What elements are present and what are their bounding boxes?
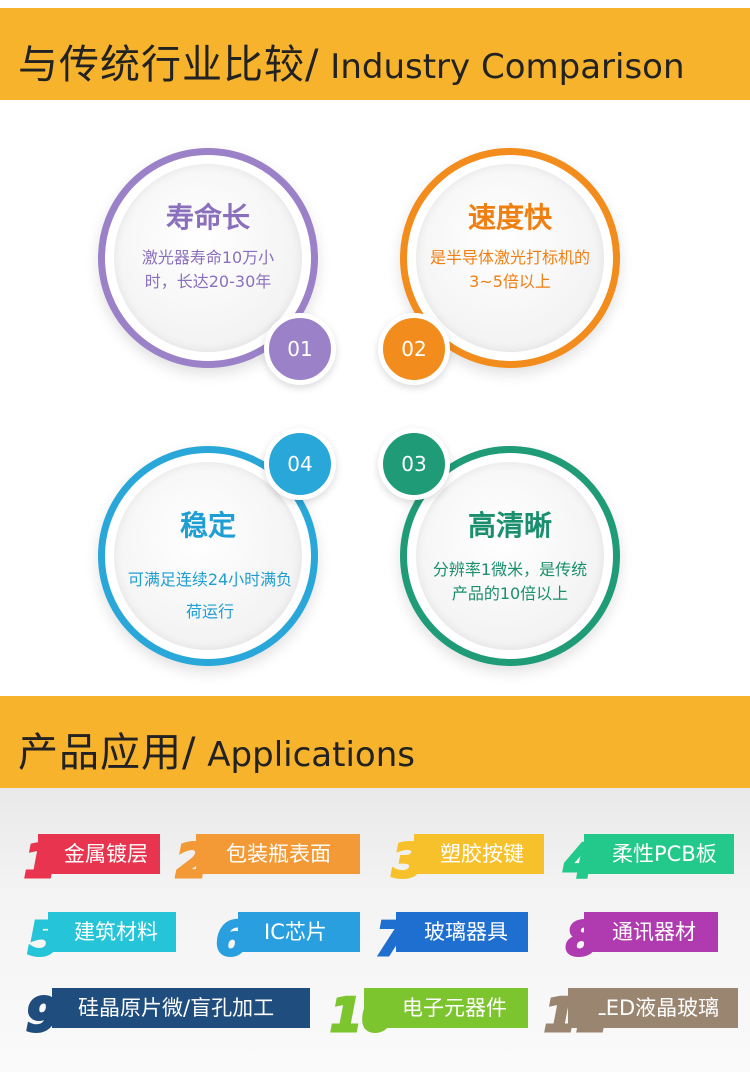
feature-heading: 速度快 [467, 201, 552, 234]
application-item: 玻璃器具 7 [374, 912, 532, 964]
application-item: 通讯器材 8 [564, 912, 722, 964]
application-number: 8 [564, 912, 599, 966]
application-label: 柔性PCB板 [584, 834, 734, 874]
section-title: 产品应用/ Applications [18, 720, 415, 778]
feature-description: 是半导体激光打标机的3~5倍以上 [430, 248, 591, 291]
application-item: 包装瓶表面 2 [174, 834, 366, 886]
application-label: 包装瓶表面 [196, 834, 360, 874]
section-title: 与传统行业比较/ Industry Comparison [18, 32, 685, 90]
application-item: 建筑材料 5 [26, 912, 178, 964]
application-label: 通讯器材 [584, 912, 718, 952]
application-label: 建筑材料 [48, 912, 176, 952]
industry-comparison-banner: 与传统行业比较/ Industry Comparison [0, 8, 750, 100]
application-item: 金属镀层 1 [22, 834, 162, 886]
feature-circle-speed: 速度快 是半导体激光打标机的3~5倍以上 02 [378, 148, 620, 385]
feature-description: 激光器寿命10万小时，长达20-30年 [141, 248, 275, 291]
application-number: 5 [26, 912, 61, 966]
application-number: 4 [562, 834, 597, 888]
comparison-section: 寿命长 激光器寿命10万小时，长达20-30年 01 速度快 是半导体激光打标机… [0, 100, 750, 696]
application-label: 金属镀层 [38, 834, 160, 874]
feature-number-badge: 04 [264, 428, 336, 500]
application-label: LED液晶玻璃 [568, 988, 738, 1028]
application-label: 塑胶按键 [414, 834, 544, 874]
application-item: LED液晶玻璃 11 [542, 988, 740, 1040]
application-label: 玻璃器具 [396, 912, 528, 952]
application-item: 硅晶原片微/盲孔加工 9 [24, 988, 312, 1040]
application-item: 电子元器件 10 [328, 988, 530, 1040]
application-number: 6 [214, 912, 249, 966]
feature-number-badge: 03 [378, 428, 450, 500]
section-title-en: Applications [196, 735, 415, 775]
application-item: 柔性PCB板 4 [562, 834, 736, 886]
feature-description: 可满足连续24小时满负荷运行 [127, 570, 293, 621]
feature-heading: 寿命长 [165, 201, 250, 234]
feature-number-badge: 02 [378, 313, 450, 385]
applications-banner: 产品应用/ Applications [0, 696, 750, 788]
application-number: 7 [374, 912, 409, 966]
application-number: 2 [174, 834, 209, 888]
application-label: IC芯片 [238, 912, 360, 952]
feature-number-badge: 01 [264, 313, 336, 385]
application-item: IC芯片 6 [214, 912, 364, 964]
application-label: 硅晶原片微/盲孔加工 [52, 988, 310, 1028]
application-number: 11 [542, 988, 609, 1042]
section-title-cn: 产品应用/ [18, 730, 197, 776]
application-number: 10 [328, 988, 395, 1042]
feature-circle-clarity: 高清晰 分辨率1微米，是传统产品的10倍以上 03 [378, 428, 620, 666]
feature-circle-stability: 稳定 可满足连续24小时满负荷运行 04 [98, 428, 336, 666]
application-label: 电子元器件 [364, 988, 528, 1028]
application-number: 9 [24, 988, 59, 1042]
applications-section: 金属镀层 1 包装瓶表面 2 塑胶按键 3 柔性PCB板 4 建筑材料 5 IC… [0, 788, 750, 1072]
feature-heading: 高清晰 [467, 509, 552, 542]
feature-heading: 稳定 [179, 509, 236, 542]
feature-description: 分辨率1微米，是传统产品的10倍以上 [432, 560, 588, 603]
application-item: 塑胶按键 3 [390, 834, 548, 886]
section-title-en: Industry Comparison [319, 47, 685, 87]
feature-circle-lifespan: 寿命长 激光器寿命10万小时，长达20-30年 01 [98, 148, 336, 385]
application-number: 3 [390, 834, 425, 888]
application-number: 1 [22, 834, 57, 888]
section-title-cn: 与传统行业比较/ [18, 42, 320, 88]
